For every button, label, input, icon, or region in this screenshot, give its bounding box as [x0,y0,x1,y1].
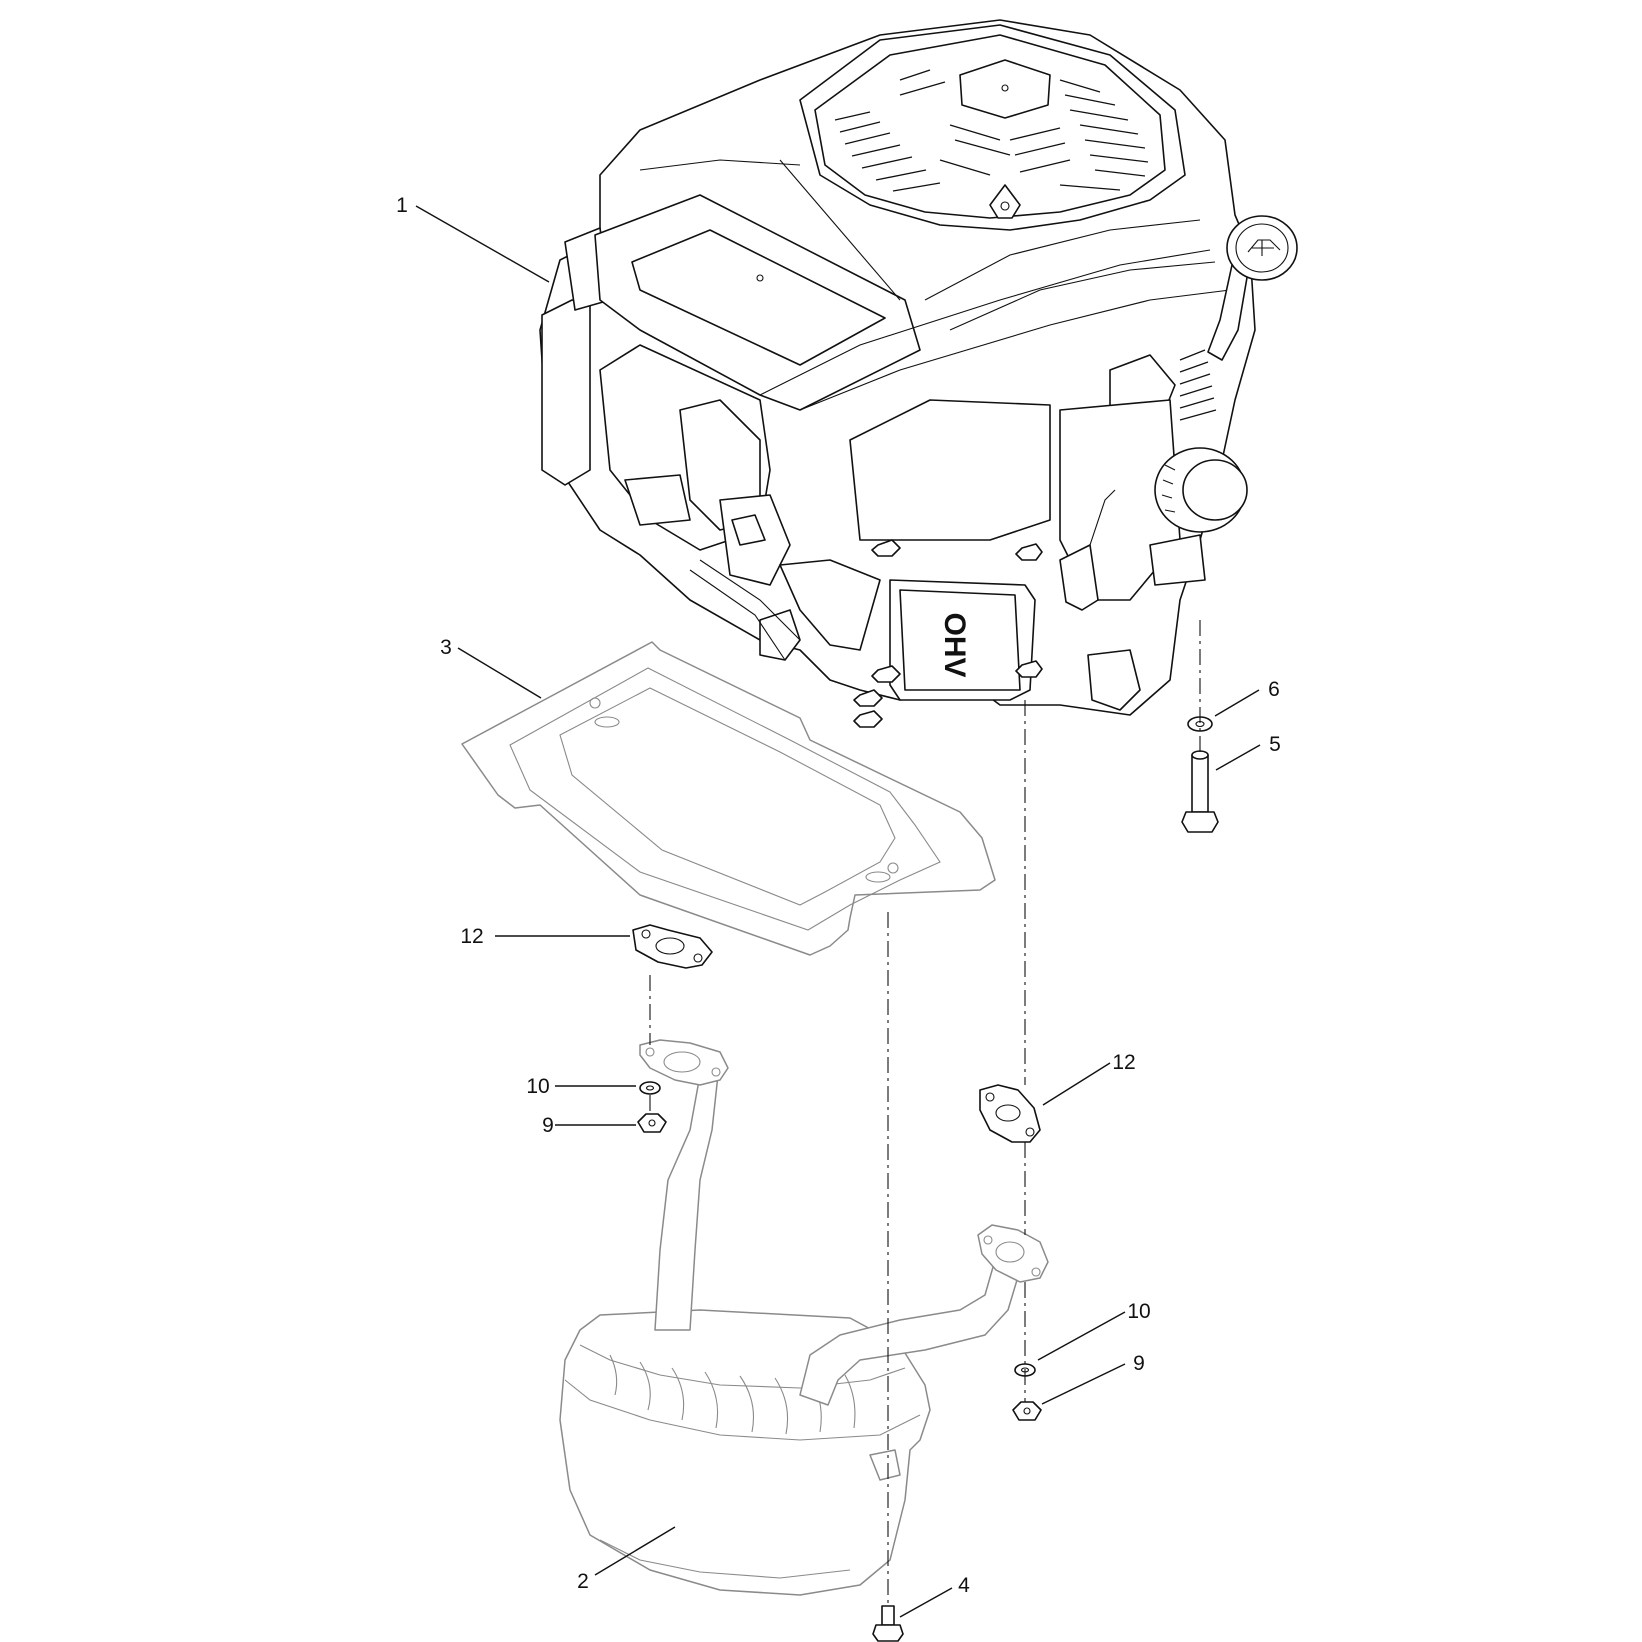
callout-10-left: 10 [526,1075,549,1098]
engine-assembly: OHV [539,19,1298,728]
callout-5: 5 [1269,733,1281,756]
callout-labels: 1 2 3 4 5 6 9 9 10 10 12 12 [396,194,1281,1597]
washer-10-left [639,1081,661,1095]
screen-fins [834,69,1149,192]
callout-9-left: 9 [542,1114,554,1137]
nut-9-left [637,1113,667,1133]
heat-shield [461,641,996,956]
cylinder-fins [1179,349,1217,421]
callout-9-right: 9 [1133,1352,1145,1375]
gasket-left [632,924,713,969]
muffler [559,1039,1049,1596]
callout-2: 2 [577,1570,589,1593]
head-bolts [853,539,1043,728]
assembly-centerlines [649,620,1201,1606]
gasket-right [979,1084,1041,1143]
leader-lines [415,205,1261,1618]
callout-12-right: 12 [1112,1051,1135,1074]
callout-6: 6 [1268,678,1280,701]
callout-4: 4 [958,1574,970,1597]
nut-9-right [1012,1401,1042,1421]
callout-12-left: 12 [460,925,483,948]
bolt-4 [872,1605,904,1642]
callout-10-right: 10 [1127,1300,1150,1323]
callout-1: 1 [396,194,408,217]
ohv-text: OHV [938,612,971,677]
callout-3: 3 [440,636,452,659]
bolt-5 [1181,750,1219,833]
